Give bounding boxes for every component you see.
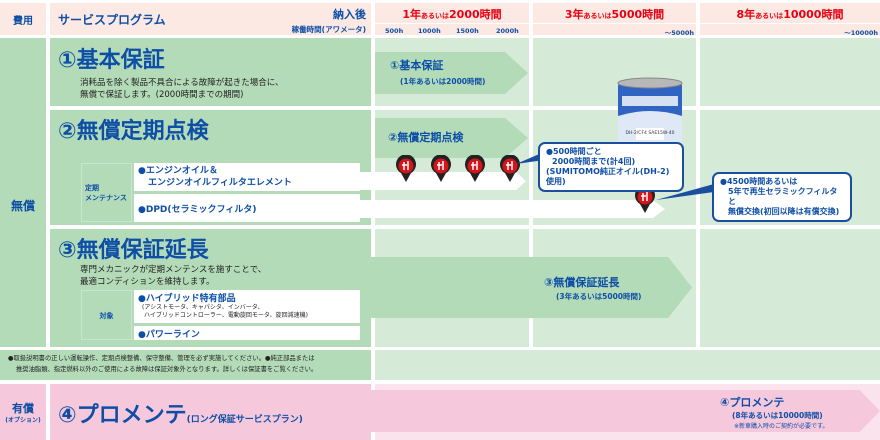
timeline-bg [700, 38, 880, 106]
maintenance-pin-icon [465, 155, 485, 182]
period-3-ticks-cell [700, 24, 880, 35]
engine-oil-timeline-arrow [360, 172, 526, 190]
timeline-bg [375, 350, 880, 380]
promente-row [50, 384, 371, 440]
extension-desc: 専門メカニックが定期メンテンスを施すことで、最適コンディションを維持します。 [80, 265, 267, 287]
extension-arrow [533, 257, 692, 318]
header-program: サービスプログラム [58, 13, 166, 27]
oil-can-image: DH-2/CF4 SAE15W-40 [617, 77, 683, 152]
maintenance-pin-icon [635, 186, 655, 213]
basic-desc: 消耗品を除く製品不具合による故障が起きた場合に、無償で保証します。(2000時間… [80, 78, 284, 100]
powerline-item [134, 326, 360, 340]
promente-arrow-sub: (8年あるいは10000時間) [732, 411, 823, 420]
extension-arrow-body [371, 257, 533, 318]
maintenance-pin-icon [500, 155, 520, 182]
tick-2000: 2000h [496, 27, 519, 35]
tick-500: 500h [385, 27, 404, 35]
promente-arrow-title: ④プロメンテ [720, 396, 785, 409]
promente-title: ④プロメンテ(ロング保証サービスプラン) [58, 403, 303, 428]
header-cost: 費用 [13, 16, 33, 27]
powerline-label: ●パワーライン [138, 330, 200, 340]
basic-arrow [375, 52, 528, 94]
extension-arrow-sub: (3年あるいは5000時間) [556, 292, 642, 301]
basic-title: ①基本保証 [58, 48, 165, 73]
tick-10000: ～10000h [844, 29, 878, 37]
engine-oil-label: ●エンジンオイル＆エンジンオイルフィルタエレメント [138, 166, 292, 188]
period-1-ticks-cell [375, 24, 529, 35]
timeline-bg [700, 229, 880, 347]
hybrid-parts-item [134, 290, 360, 323]
basic-warranty-row [50, 38, 371, 106]
notes-text: ●取扱説明書の正しい運転操作、定期点検整備、保守整備、管理を必ず実施してください… [8, 355, 318, 373]
basic-arrow-sub: (1年あるいは2000時間) [400, 77, 486, 86]
tick-5000: ～5000h [664, 29, 694, 37]
basic-arrow-title: ①基本保証 [390, 59, 444, 72]
header-cost-cell [0, 3, 46, 35]
inspection-arrow-title: ②無償定期点検 [388, 131, 464, 144]
promente-arrow [371, 390, 880, 432]
target-label: 対象 [99, 312, 114, 320]
header-hour-meter: 稼働時間(アワメータ) [291, 25, 366, 34]
hybrid-parts-label: ●ハイブリッド特有部品 [138, 294, 236, 304]
maintenance-pin-icon [396, 155, 416, 182]
tick-1000: 1000h [418, 27, 441, 35]
dpd-item [134, 194, 360, 222]
maintenance-pin-icon [431, 155, 451, 182]
period-2-label: 3年あるいは5000時間 [564, 8, 665, 21]
header-after-delivery: 納入後 [333, 8, 366, 21]
engine-oil-item [134, 163, 360, 191]
free-cell [0, 38, 46, 347]
tick-1500: 1500h [456, 27, 479, 35]
period-1-cell [375, 3, 529, 23]
extension-title: ③無償保証延長 [58, 238, 209, 263]
paid-cell [0, 384, 46, 440]
notes-cell [0, 350, 371, 380]
inspection-arrow [375, 118, 528, 158]
svg-text:DH-2/CF4 SAE15W-40: DH-2/CF4 SAE15W-40 [625, 130, 674, 136]
inspection-title: ②無償定期点検 [58, 119, 209, 144]
dpd-timeline-arrow [360, 200, 665, 218]
period-2-cell [533, 3, 696, 23]
paid-label: 有償 [12, 402, 34, 415]
extension-arrow-title: ③無償保証延長 [544, 276, 620, 289]
maintenance-group-label: 定期メンテナンス [85, 184, 127, 202]
callout-pointer [656, 184, 714, 200]
callout-pointer [516, 152, 544, 164]
target-cell [81, 290, 132, 340]
period-2-ticks-cell [533, 24, 696, 35]
header-program-cell [50, 3, 371, 35]
promente-arrow-note: ※新車購入時のご契約が必要です。 [734, 423, 829, 430]
period-3-label: 8年あるいは10000時間 [736, 8, 844, 21]
paid-label-sub: (オプション) [5, 417, 41, 424]
maintenance-group-cell [81, 163, 132, 222]
hybrid-parts-detail: (アシストモータ、キャパシタ、インバータ、ハイブリッドコントローラー、電動旋回モ… [142, 304, 308, 319]
period-3-cell [700, 3, 880, 23]
period-1-label: 1年あるいは2000時間 [402, 8, 502, 21]
dpd-label: ●DPD(セラミックフィルタ) [138, 205, 257, 215]
free-label: 無償 [10, 199, 35, 213]
